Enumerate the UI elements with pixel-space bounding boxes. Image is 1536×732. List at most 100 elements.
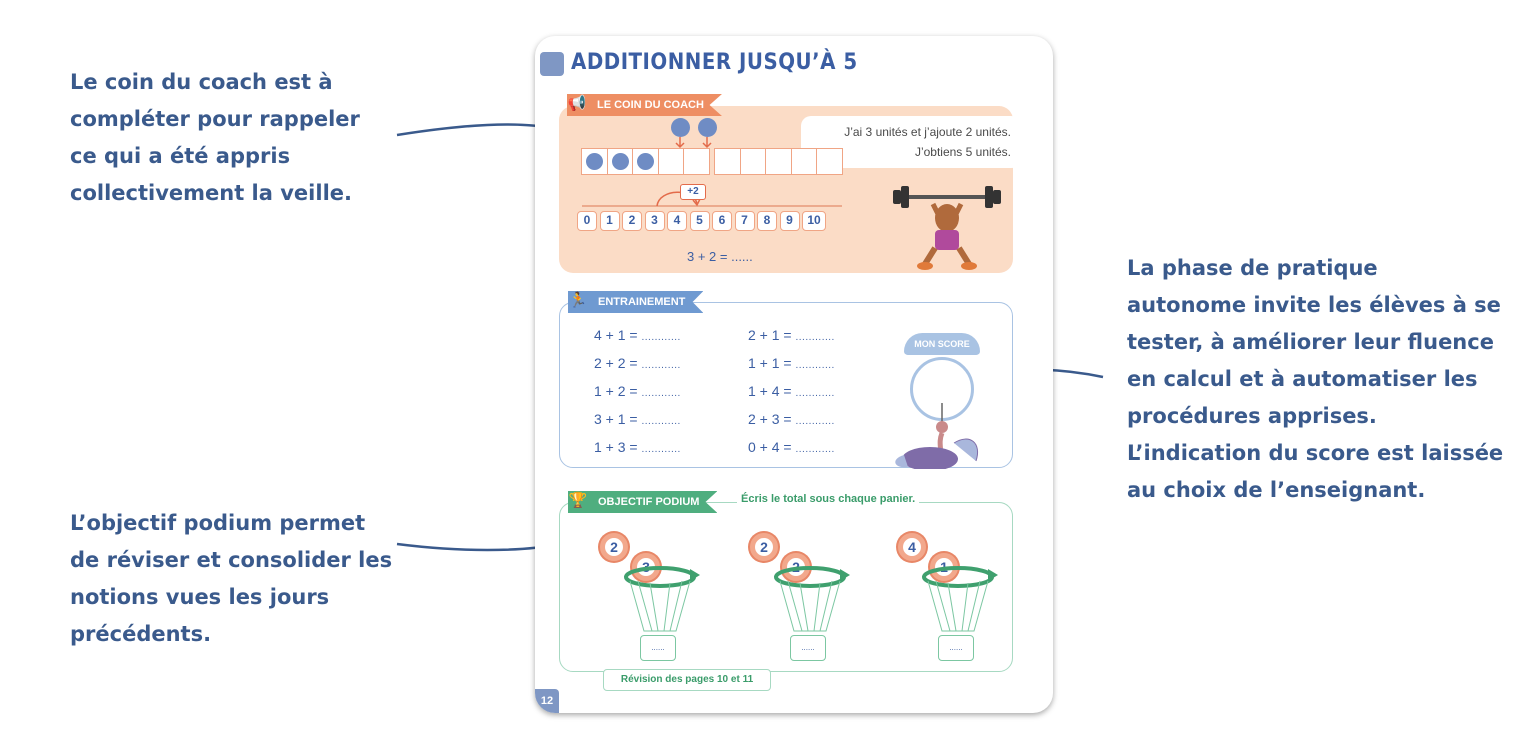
annotation-training: La phase de pratique autonome invite les… xyxy=(1127,250,1503,509)
annotation-line: en calcul et à automatiser les xyxy=(1127,367,1478,391)
annotation-line: procédures apprises. xyxy=(1127,404,1377,428)
number-line: 0 1 2 3 4 5 6 7 8 9 10 xyxy=(577,211,829,231)
exercise-expression: 2 + 3 = xyxy=(748,411,792,427)
number-tick: 0 xyxy=(577,211,597,231)
number-tick: 3 xyxy=(644,211,665,231)
exercise: 1 + 1 = ............ xyxy=(748,355,835,371)
revision-note: Révision des pages 10 et 11 xyxy=(603,669,771,691)
frame-cell xyxy=(739,148,767,175)
frame-cell xyxy=(714,148,741,175)
ten-frame xyxy=(581,148,843,175)
annotation-coach: Le coin du coach est à compléter pour ra… xyxy=(70,64,360,212)
annotation-podium: L’objectif podium permet de réviser et c… xyxy=(70,505,392,653)
answer-blank[interactable]: ............ xyxy=(641,416,681,427)
exercise: 3 + 1 = ............ xyxy=(594,411,681,427)
annotation-line: La phase de pratique xyxy=(1127,256,1378,280)
exercise: 0 + 4 = ............ xyxy=(748,439,835,455)
answer-blank[interactable]: ............ xyxy=(641,332,681,343)
number-tick: 7 xyxy=(734,211,755,231)
megaphone-icon: 📢 xyxy=(567,94,593,116)
page-title: ADDITIONNER JUSQU’À 5 xyxy=(571,50,858,75)
number-tick: 4 xyxy=(667,211,687,231)
exercise-expression: 2 + 2 = xyxy=(594,355,638,371)
answer-box[interactable]: ...... xyxy=(640,635,676,661)
exercise: 1 + 4 = ............ xyxy=(748,383,835,399)
page-number: 12 xyxy=(535,689,559,713)
annotation-line: Le coin du coach est à xyxy=(70,70,333,94)
answer-blank[interactable]: ............ xyxy=(795,388,835,399)
exercise-expression: 2 + 1 = xyxy=(748,327,792,343)
answer-blank[interactable]: ............ xyxy=(795,416,835,427)
speech-line: J’ai 3 unités et j’ajoute 2 unités. xyxy=(844,125,1011,139)
title-marker xyxy=(540,52,564,76)
basket-hoop xyxy=(774,566,850,632)
exercise-expression: 4 + 1 = xyxy=(594,327,638,343)
exercise: 2 + 3 = ............ xyxy=(748,411,835,427)
training-banner-label: ENTRAINEMENT xyxy=(598,296,686,308)
exercise-expression: 1 + 2 = xyxy=(594,383,638,399)
answer-blank[interactable]: ............ xyxy=(641,388,681,399)
frame-cell xyxy=(657,148,685,175)
counter-dot xyxy=(586,153,603,170)
answer-box[interactable]: ...... xyxy=(790,635,826,661)
podium-section: 🏆 OBJECTIF PODIUM Écris le total sous ch… xyxy=(559,491,1013,672)
frame-cell xyxy=(816,148,843,175)
podium-instruction: Écris le total sous chaque panier. xyxy=(737,493,920,505)
exercise-expression: 1 + 4 = xyxy=(748,383,792,399)
annotation-line: L’objectif podium permet xyxy=(70,511,366,535)
number-line-track xyxy=(582,191,842,207)
coach-banner-label: LE COIN DU COACH xyxy=(597,99,704,111)
basket-hoop xyxy=(922,566,998,632)
exercise: 1 + 2 = ............ xyxy=(594,383,681,399)
annotation-line: de réviser et consolider les xyxy=(70,548,393,572)
annotation-line: précédents. xyxy=(70,622,212,646)
counter-dot xyxy=(671,118,690,137)
speech-bubble: J’ai 3 unités et j’ajoute 2 unités. J’ob… xyxy=(801,116,1021,168)
coach-section: 📢 LE COIN DU COACH J’ai 3 unités et j’aj… xyxy=(559,94,1021,273)
exercise-expression: 3 + 1 = xyxy=(594,411,638,427)
speech-line: J’obtiens 5 unités. xyxy=(914,145,1011,159)
ball: 2 xyxy=(750,533,778,561)
number-tick: 1 xyxy=(599,211,620,231)
drop-arrows xyxy=(675,137,712,149)
score-label: MON SCORE xyxy=(904,333,980,355)
ball: 4 xyxy=(898,533,926,561)
answer-blank[interactable]: ............ xyxy=(795,360,835,371)
training-section: 🏃 ENTRAINEMENT 4 + 1 = ............ 2 + … xyxy=(559,291,1013,469)
answer-blank[interactable]: ............ xyxy=(795,332,835,343)
number-tick: 10 xyxy=(802,211,826,231)
number-tick: 9 xyxy=(779,211,800,231)
ball: 2 xyxy=(600,533,628,561)
runner-icon: 🏃 xyxy=(568,291,594,313)
answer-blank[interactable]: ............ xyxy=(641,360,681,371)
number-tick: 8 xyxy=(757,211,777,231)
annotation-line: tester, à améliorer leur fluence xyxy=(1127,330,1494,354)
trophy-icon: 🏆 xyxy=(568,491,594,513)
frame-cell xyxy=(632,148,659,175)
frame-cell xyxy=(790,148,818,175)
jump-label: +2 xyxy=(680,184,706,200)
exercise-expression: 0 + 4 = xyxy=(748,439,792,455)
answer-blank[interactable]: ............ xyxy=(641,444,681,455)
exercise-expression: 1 + 3 = xyxy=(594,439,638,455)
weightlifter-illustration xyxy=(893,186,1001,270)
exercise: 2 + 2 = ............ xyxy=(594,355,681,371)
frame-cell xyxy=(581,148,608,175)
number-tick: 2 xyxy=(622,211,642,231)
annotation-line: ce qui a été appris xyxy=(70,144,291,168)
coach-equation: 3 + 2 = ...... xyxy=(687,249,753,264)
annotation-line: L’indication du score est laissée xyxy=(1127,441,1504,465)
basket-hoop xyxy=(624,566,700,632)
frame-cell xyxy=(765,148,792,175)
annotation-line: collectivement la veille. xyxy=(70,181,352,205)
coach-banner: 📢 LE COIN DU COACH xyxy=(567,94,722,116)
podium-banner-label: OBJECTIF PODIUM xyxy=(598,496,700,508)
counter-dot xyxy=(698,118,717,137)
number-tick: 5 xyxy=(689,211,710,231)
workbook-page: ADDITIONNER JUSQU’À 5 📢 LE COIN DU COACH… xyxy=(535,36,1053,713)
frame-cell xyxy=(683,148,710,175)
answer-box[interactable]: ...... xyxy=(938,635,974,661)
answer-blank[interactable]: ............ xyxy=(795,444,835,455)
annotation-line: autonome invite les élèves à se xyxy=(1127,293,1501,317)
ostrich-illustration xyxy=(895,403,978,469)
